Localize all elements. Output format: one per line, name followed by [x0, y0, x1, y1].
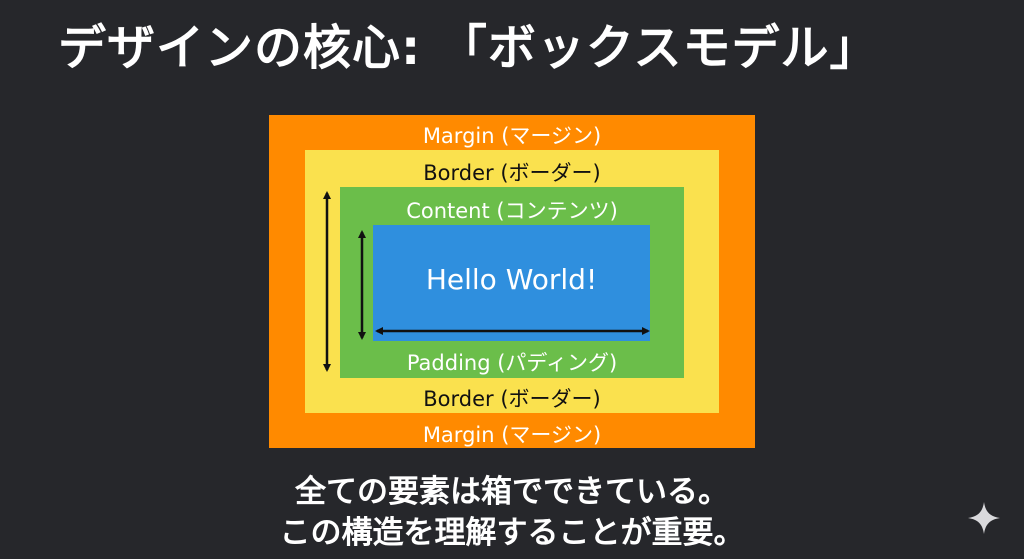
page-title: デザインの核心: 「ボックスモデル」: [58, 20, 879, 76]
margin-top-label: Margin (マージン): [422, 124, 602, 148]
content-text: Hello World!: [425, 263, 598, 296]
border-bottom-label: Border (ボーダー): [423, 387, 601, 411]
content-label: Content (コンテンツ): [406, 199, 618, 223]
sparkle-icon: [968, 502, 1000, 534]
caption-line-2: この構造を理解することが重要。: [279, 515, 745, 551]
caption-line-1: 全ての要素は箱でできている。: [295, 474, 729, 510]
padding-label: Padding (パディング): [406, 351, 618, 375]
content-box: Hello World!: [373, 225, 650, 341]
margin-bottom-label: Margin (マージン): [422, 423, 602, 447]
border-top-label: Border (ボーダー): [423, 161, 601, 185]
